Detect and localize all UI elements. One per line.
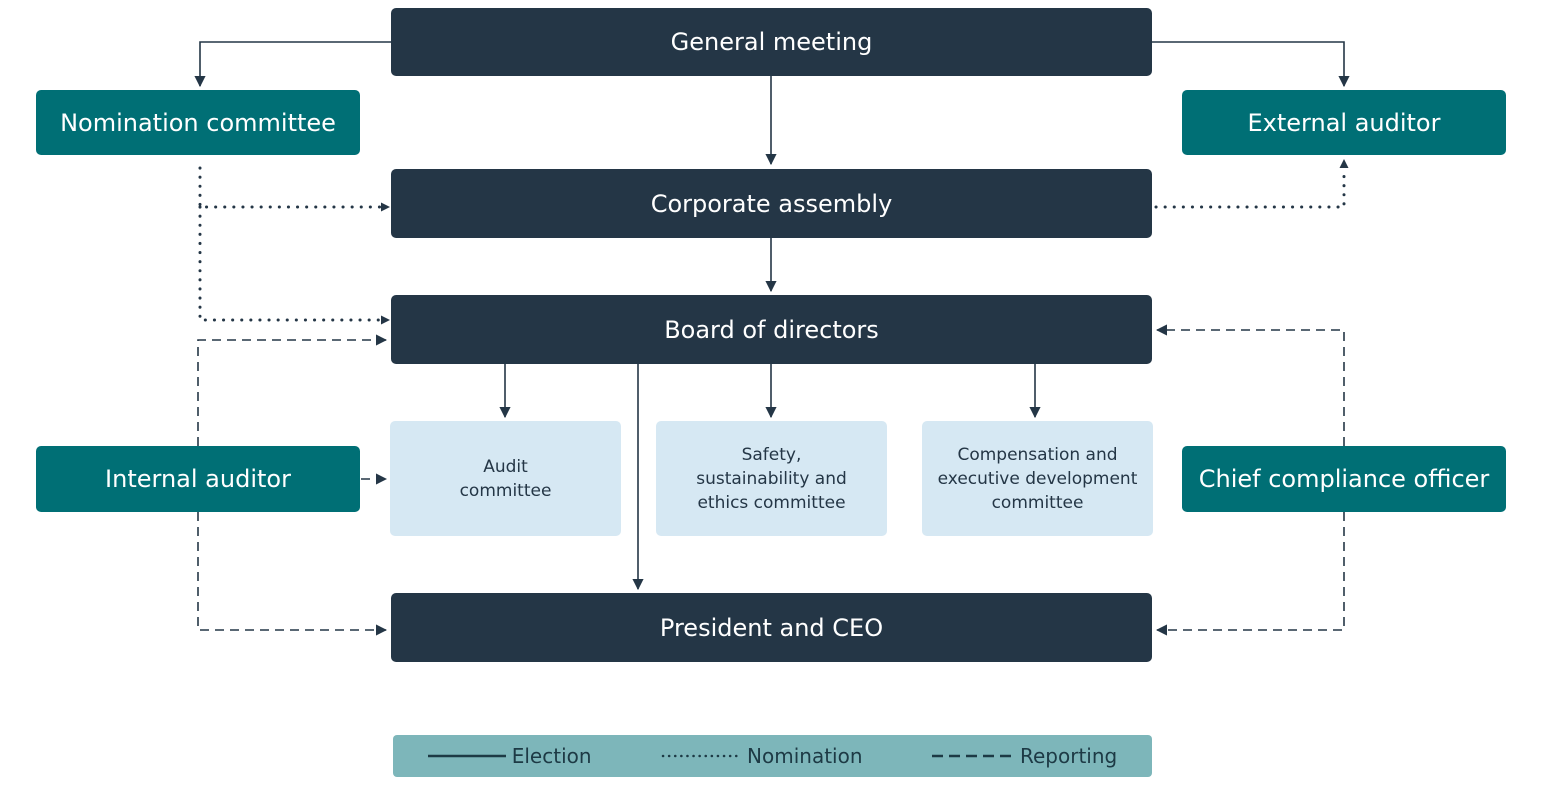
node-chief-compliance-officer: Chief compliance officer (1182, 446, 1506, 512)
node-label: Compensation and executive development c… (937, 444, 1138, 513)
dashed-line-icon (932, 754, 1014, 758)
edge-internal-ceo (197, 512, 388, 636)
node-label: Corporate assembly (650, 189, 893, 218)
legend-reporting: Reporting (932, 744, 1117, 768)
edge-assembly-external (1154, 168, 1346, 209)
arrowhead (1339, 159, 1349, 168)
node-label: Audit committee (459, 456, 552, 501)
node-nomination-committee: Nomination committee (36, 90, 360, 155)
node-audit-committee: Audit committee (390, 421, 621, 536)
node-internal-auditor: Internal auditor (36, 446, 360, 512)
edge-nomination-assembly (198, 166, 386, 209)
node-label: General meeting (670, 28, 873, 56)
edge-internal-board (197, 334, 388, 446)
node-corporate-assembly: Corporate assembly (391, 169, 1152, 238)
node-label: Board of directors (664, 315, 879, 344)
edge-gm-nomination (194, 41, 391, 88)
dotted-line-icon (661, 754, 742, 758)
legend-election: Election (427, 744, 592, 768)
node-label: President and CEO (659, 613, 884, 642)
legend-reporting-label: Reporting (1020, 744, 1118, 768)
node-general-meeting: General meeting (391, 8, 1152, 76)
legend: Election Nomination Reporting (393, 735, 1152, 777)
node-label: Chief compliance officer (1198, 465, 1490, 493)
legend-election-label: Election (511, 744, 592, 768)
solid-line-icon (427, 754, 506, 758)
legend-nomination: Nomination (661, 744, 863, 768)
edge-nomination-board (198, 205, 386, 322)
node-board-of-directors: Board of directors (391, 295, 1152, 364)
legend-nomination-label: Nomination (747, 744, 863, 768)
node-compensation-committee: Compensation and executive development c… (922, 421, 1153, 536)
arrowhead (381, 202, 390, 212)
node-label: Internal auditor (105, 465, 291, 493)
node-label: Safety, sustainability and ethics commit… (696, 444, 847, 513)
node-label: Nomination committee (60, 108, 336, 137)
edge-gm-external (1152, 41, 1350, 88)
node-label: External auditor (1247, 108, 1441, 137)
node-president-ceo: President and CEO (391, 593, 1152, 662)
edge-cco-ceo (1155, 512, 1345, 636)
arrowhead (381, 315, 390, 325)
node-external-auditor: External auditor (1182, 90, 1506, 155)
edge-cco-board (1155, 324, 1345, 446)
node-safety-committee: Safety, sustainability and ethics commit… (656, 421, 887, 536)
